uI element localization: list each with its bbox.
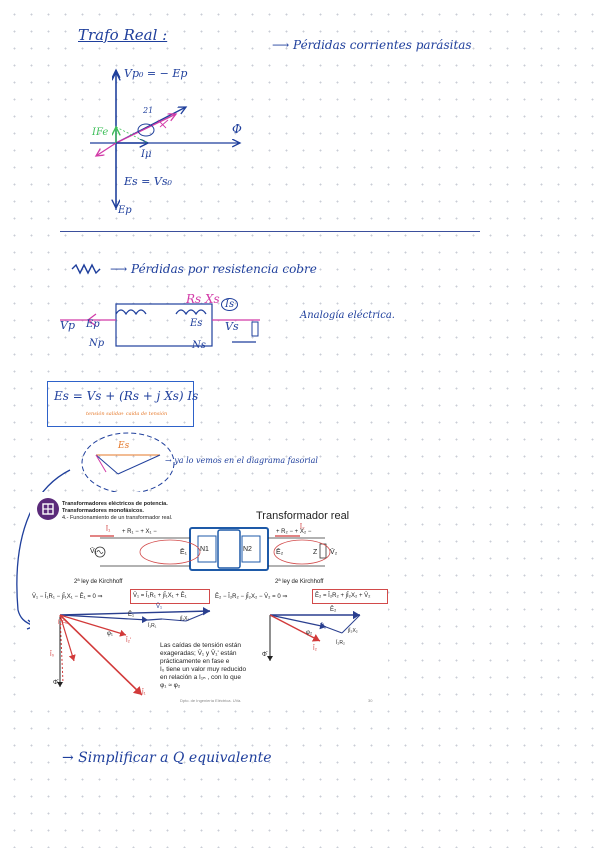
slide-eq-left-box: V̄₁ = Ī₁R₁ + jĪ₁X₁ + Ē₁: [130, 589, 210, 604]
slide-phl-phi1: φ₁: [107, 631, 113, 637]
slide-note-line: exageradas; V̄₁ y V̄₁' están: [160, 650, 237, 657]
slide-n1: N1: [200, 546, 209, 553]
slide-eq-left: V̄₁ − Ī₁R₁ − jĪ₁X₁ − Ē₁ = 0 ⇒: [32, 594, 103, 600]
slide-kirchhoff-right: 2ª ley de Kirchhoff: [275, 579, 324, 585]
slide-phr-i2: Ī₂: [313, 646, 317, 652]
arrow-right-icon: ⟶: [272, 38, 294, 52]
label-np: Np: [89, 338, 105, 349]
label-vp: Vp: [60, 319, 75, 332]
slide-phr-ji2x2: jĪ₂X₂: [348, 628, 358, 634]
slide-phl-phi: Φ̄: [53, 680, 58, 686]
slide-title: Transformador real: [256, 510, 350, 522]
slide-phasor-right: [267, 610, 361, 661]
slide-phr-e2: Ē₂: [330, 607, 337, 613]
slide-e2: Ē₂: [276, 549, 284, 556]
slide-phl-i1: Ī₁: [142, 690, 146, 696]
slide-note-line: φ₁ ≈ φ₂: [160, 682, 181, 689]
slide-note-line: en relación a I₁ₙ , con lo que: [160, 674, 242, 681]
label-imu: Iμ: [141, 149, 152, 160]
label-rs-xs: Rs Xs: [186, 292, 220, 306]
slide-z: Z: [313, 549, 318, 556]
slide-phl-e1: Ē₁: [128, 612, 135, 618]
ellipse-note: → ya lo vemos en el diagrama fasorial: [165, 456, 318, 465]
slide-note: Las caídas de tensión están exageradas; …: [160, 642, 246, 690]
vector-pink-long: [115, 114, 176, 144]
slide-e1: Ē₁: [180, 549, 188, 556]
slide-v2: V̄₂: [330, 549, 338, 556]
section-divider: [60, 231, 480, 232]
label-ep: Ep: [118, 205, 132, 216]
slide-circuit: [90, 527, 331, 571]
slide-header-1: Transformadores eléctricos de potencia.: [62, 501, 168, 507]
slide-phl-ife: Ī_Fe: [58, 620, 69, 626]
notes-title: Trafo Real :: [78, 26, 168, 44]
equation-text: Es = Vs + (Rs + j Xs) Is: [54, 389, 199, 403]
transformer-sketch: [60, 303, 260, 347]
slide-phl-i1r1: Ī₁R₁: [148, 623, 157, 629]
slide-eq-right: Ē₂ − Ī₂R₂ − jĪ₂X₂ − V̄₂ = 0 ⇒: [215, 594, 288, 600]
slide-header-2: Transformadores monofásicos.: [62, 508, 144, 514]
heading-eddy-currents: ⟶ Pérdidas corrientes parásitas: [272, 38, 472, 52]
slide-r1x1: + R₁ − + X₁ −: [122, 529, 157, 535]
section-copper-text: Pérdidas por resistencia cobre: [131, 262, 317, 276]
slide-note-line: prácticamente en fase e: [160, 658, 230, 665]
slide-kirchhoff-left: 2ª ley de Kirchhoff: [74, 579, 123, 585]
footer-note: → Simplificar a Q equivalente: [62, 750, 272, 766]
heading-eddy-text: Pérdidas corrientes parásitas: [293, 38, 472, 52]
equation-box: Es = Vs + (Rs + j Xs) Is tensión salida …: [47, 381, 198, 427]
slide-phl-i2p: Ī₂': [126, 638, 132, 644]
label-is-circled: Is: [221, 298, 239, 311]
slide-phr-i2r2: Ī₂R₂: [336, 640, 345, 646]
resistor-symbol: [71, 263, 101, 275]
slide-page-number: 30: [368, 698, 373, 703]
section-copper-losses: ⟶ Pérdidas por resistencia cobre: [110, 262, 317, 276]
university-logo: [37, 498, 59, 520]
vector-pink-down: [96, 142, 117, 156]
slide-v1: V̄₁: [90, 548, 98, 555]
equation-sub2: + caída de tensión: [120, 411, 168, 417]
slide-header-3: 4.- Funcionamiento de un transformador r…: [62, 515, 173, 521]
slide-eq-right-boxed: Ē₂ = Ī₂R₂ + jĪ₂X₂ + V̄₂: [315, 593, 371, 599]
slide-i1: Ī₁: [106, 526, 111, 533]
label-ns: Ns: [192, 340, 206, 351]
label-phi: Φ: [232, 122, 242, 136]
label-es-circuit: Es: [190, 318, 203, 329]
label-up0: Vp₀ = − Ep: [124, 67, 188, 80]
slide-phl-ji1x1: jĪ₁X₁: [180, 616, 190, 622]
slide-phr-phi: Φ̄: [262, 652, 267, 658]
embedded-slide: Transformadores eléctricos de potencia. …: [30, 492, 388, 705]
slide-eq-right-box: Ē₂ = Ī₂R₂ + jĪ₂X₂ + V̄₂: [312, 589, 388, 604]
phasor-diagram-notes: [90, 0, 599, 210]
slide-note-line: I₀ tiene un valor muy reducido: [160, 666, 247, 673]
slide-n2: N2: [243, 546, 252, 553]
slide-phr-phi2: φ₂: [306, 630, 313, 636]
label-21: 21: [143, 106, 154, 115]
slide-note-line: Las caídas de tensión están: [160, 642, 241, 649]
slide-phr-v2: V̄₂: [320, 624, 327, 630]
slide-eq-left-boxed: V̄₁ = Ī₁R₁ + jĪ₁X₁ + Ē₁: [133, 593, 187, 599]
slide-phl-io: Ī₀: [50, 652, 55, 658]
slide-i2: Ī₂: [300, 524, 305, 531]
label-ep-circuit: Ep: [86, 319, 100, 330]
ellipse-label-es: Es: [118, 441, 130, 451]
slide-phl-v1: V̄₁: [156, 604, 163, 610]
label-vs-circuit: Vs: [225, 320, 239, 333]
slide-phasor-left: [57, 606, 211, 696]
label-ifc: IFe: [92, 127, 109, 138]
label-es: Es = Vs₀: [124, 175, 172, 188]
analogy-note: Analogía eléctrica.: [300, 310, 395, 321]
slide-r2x2: + R₂ − + X₂ −: [276, 529, 312, 535]
dashed-ellipse-sketch: [81, 432, 175, 494]
equation-sub1: tensión salida: [86, 411, 122, 417]
arrow-right-icon: ⟶: [110, 262, 132, 276]
slide-footer: Dpto. de Ingeniería Eléctrica. UVa.: [180, 698, 242, 703]
